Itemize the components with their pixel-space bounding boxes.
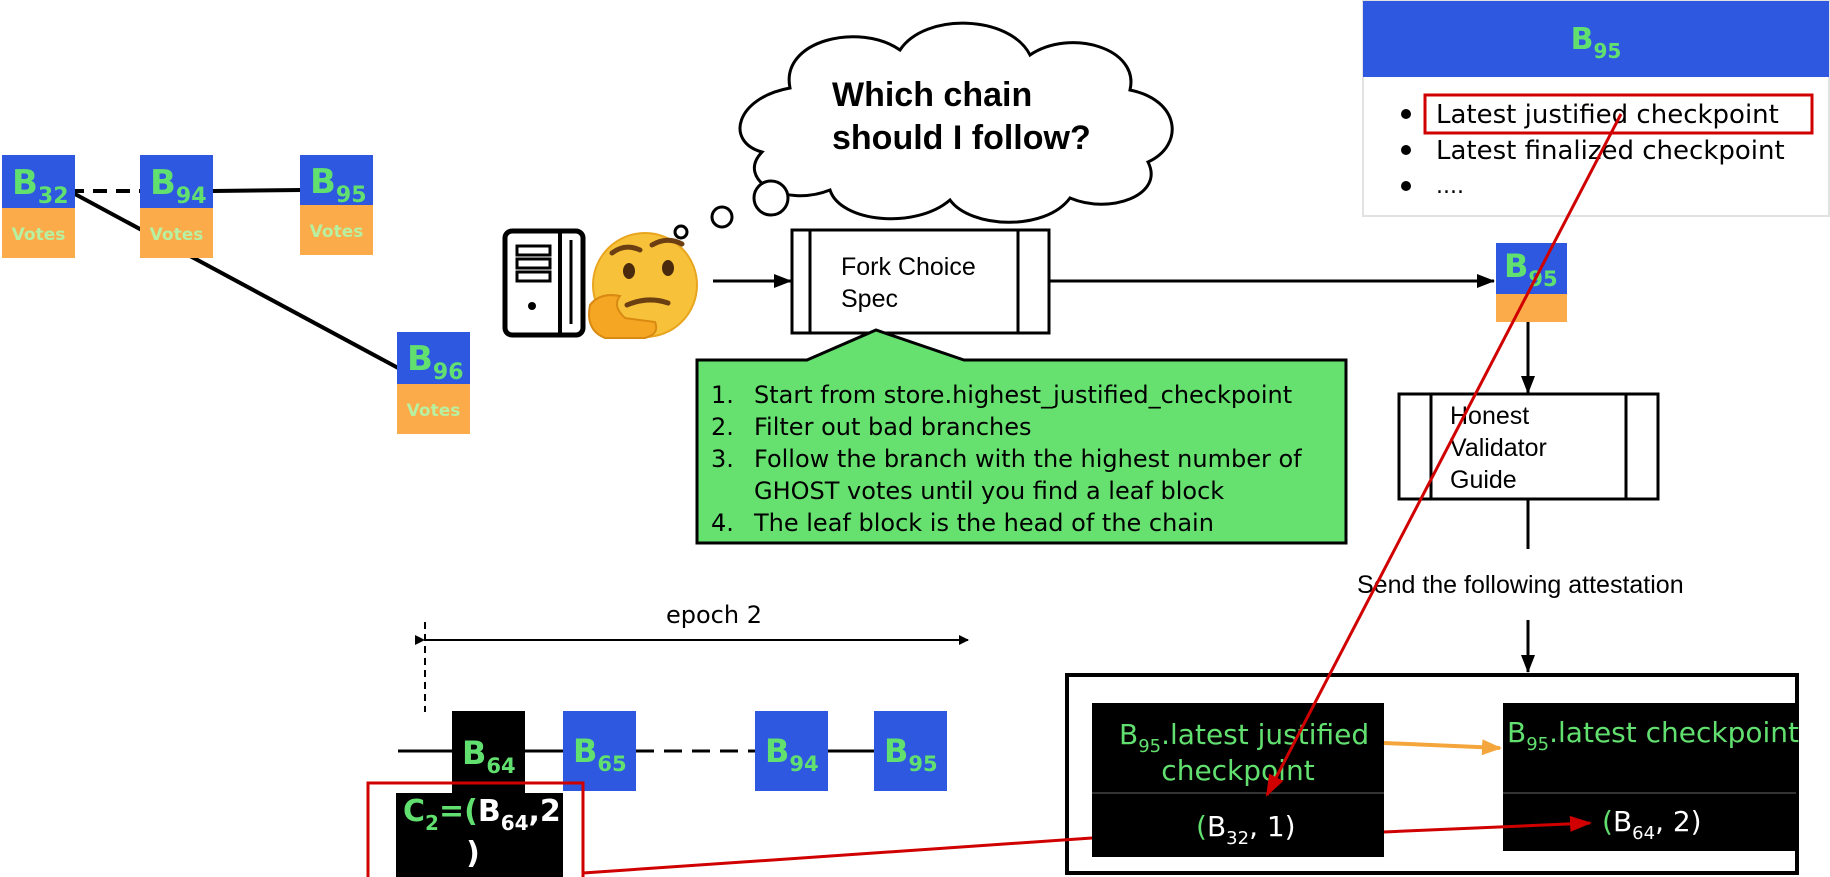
justified-value: (B32, 1) xyxy=(1196,810,1296,849)
thinking-face-emoji xyxy=(588,232,698,339)
block-label: B32 xyxy=(12,163,69,209)
votes-label: Votes xyxy=(12,225,66,245)
send-attestation-label: Send the following attestation xyxy=(1357,571,1684,599)
state-card-header xyxy=(1363,1,1829,77)
checkpoint-c2-label: C2=(B64,2 xyxy=(403,794,561,835)
epoch-block-b64 xyxy=(452,711,525,793)
votes-label: Votes xyxy=(150,225,204,245)
checkpoint-c2-close: ) xyxy=(466,836,480,871)
computer-tower-icon xyxy=(502,228,586,338)
block-label: B95 xyxy=(1504,247,1558,291)
votes-area xyxy=(2,208,75,258)
tree-edge-fork xyxy=(72,191,401,371)
justified-card xyxy=(1092,703,1384,857)
block-header xyxy=(140,155,213,208)
epoch-block-b65 xyxy=(563,711,636,791)
block-label: B95 xyxy=(310,162,367,208)
cloud-bubble xyxy=(673,224,689,240)
tree-block-b94: B94 Votes xyxy=(140,155,213,258)
state-item-justified: Latest justified checkpoint xyxy=(1436,100,1779,130)
fork-choice-line-2: Spec xyxy=(841,285,898,313)
red-arrow-justified-link xyxy=(1265,113,1623,797)
checkpoint-c2-box xyxy=(396,793,563,877)
justified-highlight-box xyxy=(1423,93,1814,135)
block-label: B96 xyxy=(407,339,464,385)
tree-block-b95: B95 Votes xyxy=(300,155,373,255)
step-2: Filter out bad branches xyxy=(754,413,1032,441)
step-3b: GHOST votes until you find a leaf block xyxy=(754,477,1224,505)
epoch-label: epoch 2 xyxy=(666,601,762,629)
cloud-bubble xyxy=(710,205,734,229)
votes-area xyxy=(397,384,470,434)
b95-label: B95 xyxy=(884,732,938,776)
validator-guide-line-2: Validator xyxy=(1450,434,1547,462)
justified-title: B95.latest justified xyxy=(1119,718,1369,757)
block-tree: B32 Votes B94 Votes B95 Votes B96 Votes xyxy=(2,155,470,434)
step-number: 2. xyxy=(711,413,734,441)
votes-label: Votes xyxy=(310,222,364,242)
state-card-title: B95 xyxy=(1571,22,1622,63)
epoch-chain: epoch 2 B64 B65 B94 B95 C2=(B64,2 ) xyxy=(366,601,969,877)
b65-label: B65 xyxy=(573,732,627,776)
step-number: 1. xyxy=(711,381,734,409)
votes-area xyxy=(140,208,213,258)
step-number: 3. xyxy=(711,445,734,473)
epoch-block-b95 xyxy=(874,711,947,791)
fork-choice-line-1: Fork Choice xyxy=(841,253,976,281)
votes-area xyxy=(300,205,373,255)
tree-block-b96: B96 Votes xyxy=(397,332,470,434)
step-3a: Follow the branch with the highest numbe… xyxy=(754,445,1302,473)
votes-area xyxy=(1496,294,1567,322)
red-arrow-target-link xyxy=(1383,815,1592,834)
red-link-checkpoint xyxy=(582,836,1093,875)
callout-shape xyxy=(695,328,1348,545)
validator-guide-line-1: Honest xyxy=(1450,402,1529,430)
votes-label: Votes xyxy=(407,401,461,421)
target-value: (B64, 2) xyxy=(1602,805,1702,844)
tree-edge xyxy=(212,188,303,193)
tree-block-b32: B32 Votes xyxy=(2,155,75,258)
block-header xyxy=(397,332,470,384)
justified-title-2: checkpoint xyxy=(1161,754,1314,787)
block-label: B94 xyxy=(150,163,207,209)
step-number: 4. xyxy=(711,509,734,537)
cloud-line-1: Which chain xyxy=(832,76,1032,114)
checkpoint-highlight-box xyxy=(366,781,585,877)
b94-label: B94 xyxy=(765,732,819,776)
cloud-line-2: should I follow? xyxy=(832,119,1091,157)
validator-guide-box: Honest Validator Guide xyxy=(1397,392,1660,501)
b64-label: B64 xyxy=(462,734,516,778)
thought-cloud: Which chain should I follow? xyxy=(673,21,1174,240)
fork-choice-spec-box: Fork Choice Spec xyxy=(790,228,1051,335)
state-card: B95 Latest justified checkpoint Latest f… xyxy=(1362,0,1830,217)
state-item-finalized: Latest finalized checkpoint xyxy=(1436,136,1785,166)
state-item-more: .... xyxy=(1436,174,1464,199)
cloud-bubble xyxy=(752,179,790,217)
orange-link-arrow xyxy=(1383,739,1502,756)
target-title: B95.latest checkpoint xyxy=(1507,716,1799,755)
block-header xyxy=(2,155,75,208)
step-4: The leaf block is the head of the chain xyxy=(753,509,1214,537)
spec-steps-callout: 1. Start from store.highest_justified_ch… xyxy=(695,328,1348,545)
head-block-b95: B95 xyxy=(1496,243,1567,322)
epoch-block-b94 xyxy=(755,711,828,791)
attestation-box: B95.latest justified checkpoint (B32, 1)… xyxy=(1065,673,1799,875)
block-header xyxy=(300,155,373,205)
target-card xyxy=(1503,703,1796,851)
step-1: Start from store.highest_justified_check… xyxy=(754,381,1292,409)
validator-guide-line-3: Guide xyxy=(1450,466,1517,494)
